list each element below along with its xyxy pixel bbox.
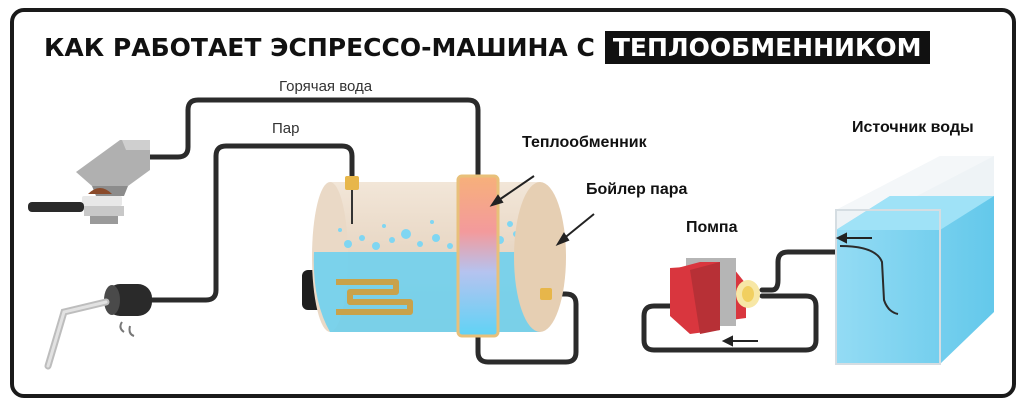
pipe-hot-water <box>147 97 481 179</box>
pipes <box>147 97 863 365</box>
steam-boiler <box>302 176 566 332</box>
label-heat-exchanger: Теплообменник <box>522 134 647 151</box>
label-steam-boiler: Бойлер пара <box>586 181 688 198</box>
steam-bubbles <box>338 220 519 250</box>
title-main: КАК РАБОТАЕТ ЭСПРЕССО-МАШИНА С <box>44 32 595 62</box>
arrow-pump-return <box>721 335 758 347</box>
label-hot-water: Горячая вода <box>279 78 373 95</box>
arrow-steam-boiler <box>555 213 595 247</box>
label-pump: Помпа <box>686 219 738 236</box>
arrows <box>489 175 872 347</box>
arrow-heat-exchanger <box>489 175 535 207</box>
group-head <box>28 140 150 224</box>
label-water-source: Источник воды <box>852 119 974 136</box>
pipe-hx-return <box>475 291 579 365</box>
label-steam: Пар <box>272 120 300 137</box>
heating-element <box>336 279 413 315</box>
diagram-title: КАК РАБОТАЕТ ЭСПРЕССО-МАШИНА С ТЕПЛООБМЕ… <box>44 27 930 67</box>
heat-exchanger <box>456 174 500 338</box>
water-source-tank <box>835 156 994 365</box>
pipe-intake <box>759 249 863 293</box>
steam-wand <box>44 284 152 370</box>
pipe-pump-loop <box>641 293 819 353</box>
title-accent: ТЕПЛООБМЕННИКОМ <box>604 30 930 64</box>
pipe-steam <box>147 143 355 303</box>
pump <box>670 258 760 334</box>
arrow-intake <box>835 232 872 244</box>
